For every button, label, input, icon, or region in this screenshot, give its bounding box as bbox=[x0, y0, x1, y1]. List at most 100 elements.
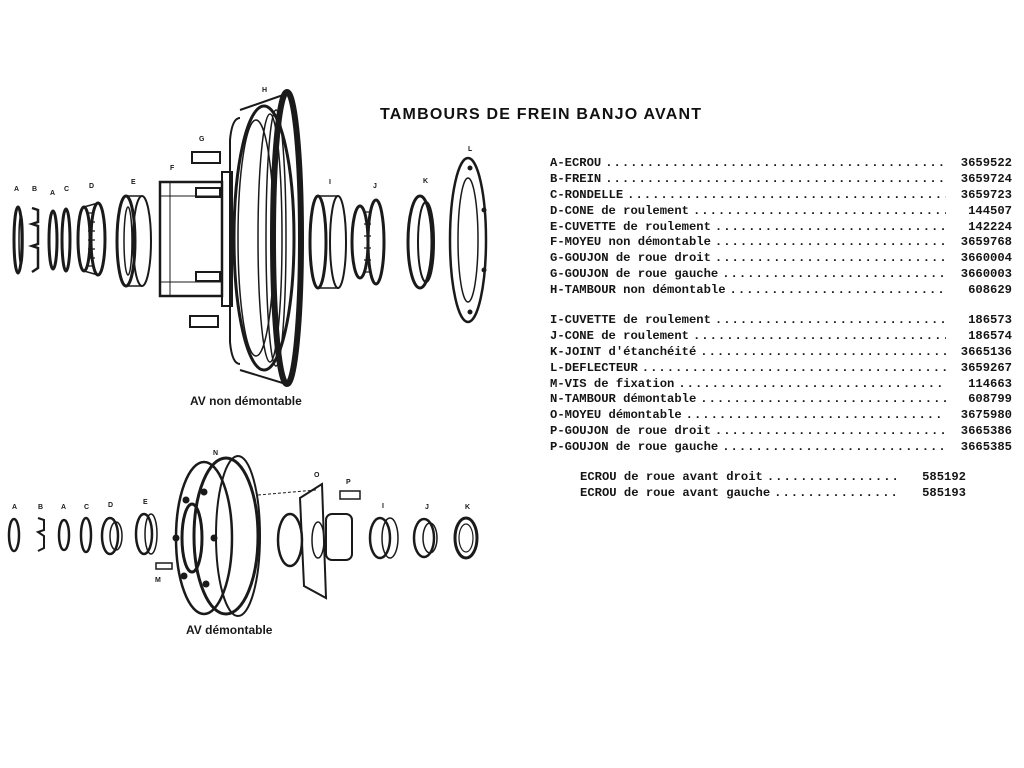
part-label: B-FREIN bbox=[550, 171, 602, 186]
part-label: ECROU de roue avant droit bbox=[580, 470, 763, 485]
part-label: O-MOYEU démontable bbox=[550, 408, 682, 423]
part-label-a2: A bbox=[50, 190, 55, 197]
part-label: I-CUVETTE de roulement bbox=[550, 313, 711, 328]
list-item: J-CONE de roulement186574 bbox=[550, 329, 1012, 345]
part-label-o: O bbox=[314, 472, 320, 479]
parts-group-1: A-ECROU 3659522 B-FREIN 3659724 C-RONDELLE… bbox=[550, 156, 1012, 299]
part-ref: 3660003 bbox=[960, 267, 1012, 282]
part-ref: 3675980 bbox=[960, 408, 1012, 423]
part-ref: 3659723 bbox=[960, 187, 1012, 202]
part-d-cone-drawing bbox=[76, 201, 107, 277]
list-item: F-MOYEU non démontable3659768 bbox=[550, 235, 1012, 251]
part-l-deflector-drawing bbox=[448, 156, 488, 324]
list-item: P-GOUJON de roue gauche3665385 bbox=[550, 440, 1012, 456]
list-item: K-JOINT d'étanchéité3665136 bbox=[550, 345, 1012, 361]
part-ref: 3659267 bbox=[960, 360, 1012, 375]
part-label: N-TAMBOUR démontable bbox=[550, 392, 697, 407]
part-label-k: K bbox=[423, 178, 428, 185]
list-item: ECROU de roue avant droit585192 bbox=[580, 470, 966, 486]
part-ref: 3659724 bbox=[960, 171, 1012, 186]
bottom-part-labels: A B A C D E N M O P I J K bbox=[12, 450, 470, 584]
part-label-f: F bbox=[170, 165, 175, 172]
caption-av-demontable: AV démontable bbox=[186, 623, 273, 637]
part-b-washer-drawing bbox=[35, 517, 45, 552]
part-label: M-VIS de fixation bbox=[550, 376, 675, 391]
part-ref: 144507 bbox=[968, 203, 1012, 218]
list-item: G-GOUJON de roue droit 3660004 bbox=[550, 251, 1012, 267]
part-m-screw-drawing bbox=[155, 562, 173, 570]
diagram-top bbox=[12, 89, 488, 387]
part-label-i: I bbox=[382, 503, 384, 510]
part-label-a: A bbox=[12, 504, 17, 511]
part-k-seal-drawing bbox=[406, 194, 435, 290]
parts-list: A-ECROU 3659522 B-FREIN 3659724 C-RONDELLE… bbox=[550, 156, 1012, 502]
list-item: H-TAMBOUR non démontable 608629 bbox=[550, 283, 1012, 299]
part-label-d: D bbox=[108, 502, 113, 509]
part-ref: 3665386 bbox=[960, 424, 1012, 439]
part-c-washer-drawing bbox=[79, 516, 93, 554]
part-o-hub-drawing bbox=[276, 482, 353, 600]
part-label-j: J bbox=[425, 504, 429, 511]
part-ref: 186573 bbox=[968, 313, 1012, 328]
list-item: I-CUVETTE de roulement 186573 bbox=[550, 313, 1012, 329]
diagram-bottom bbox=[7, 455, 479, 617]
part-j-cone-drawing bbox=[412, 517, 438, 559]
part-b-washer-drawing bbox=[28, 206, 40, 274]
part-label-c: C bbox=[84, 504, 89, 511]
part-p-stud-drawing bbox=[339, 490, 361, 500]
top-part-labels: A B C A D E F G H I J K L bbox=[14, 87, 473, 197]
part-label: P-GOUJON de roue gauche bbox=[550, 440, 719, 455]
part-label-g: G bbox=[199, 136, 205, 143]
list-item: M-VIS de fixation 114663 bbox=[550, 377, 1012, 393]
part-label: L-DEFLECTEUR bbox=[550, 360, 638, 375]
part-label-j: J bbox=[373, 183, 377, 190]
part-label: A-ECROU bbox=[550, 156, 602, 170]
part-ref: 3659768 bbox=[960, 235, 1012, 250]
list-item: L-DEFLECTEUR 3659267 bbox=[550, 361, 1012, 377]
part-e-cup-drawing bbox=[115, 194, 152, 288]
part-ref: 142224 bbox=[968, 219, 1012, 234]
part-ref: 3659522 bbox=[960, 156, 1012, 170]
part-label: H-TAMBOUR non démontable bbox=[550, 283, 726, 298]
part-label-b: B bbox=[38, 504, 43, 511]
part-label-n: N bbox=[213, 450, 218, 457]
part-g-studs-drawing bbox=[189, 151, 221, 328]
part-j-cone-drawing bbox=[350, 198, 386, 286]
caption-av-non-demontable: AV non démontable bbox=[190, 394, 302, 408]
list-item: A-ECROU 3659522 bbox=[550, 156, 1012, 172]
part-label: C-RONDELLE bbox=[550, 187, 624, 202]
part-label-b: B bbox=[32, 186, 37, 193]
part-label-a2: A bbox=[61, 504, 66, 511]
part-k-seal-drawing bbox=[453, 516, 479, 560]
list-item: O-MOYEU démontable 3675980 bbox=[550, 408, 1012, 424]
part-label-c: C bbox=[64, 186, 69, 193]
part-i-cup-drawing bbox=[368, 516, 399, 560]
part-label-l: L bbox=[468, 146, 473, 153]
part-h-drum-drawing bbox=[229, 89, 304, 387]
part-a2-nut-drawing bbox=[60, 207, 72, 273]
part-ref: 3660004 bbox=[960, 251, 1012, 266]
part-ref: 608799 bbox=[968, 392, 1012, 407]
part-label-k: K bbox=[465, 504, 470, 511]
part-label-h: H bbox=[262, 87, 267, 94]
part-a-nut-drawing bbox=[12, 205, 24, 275]
part-ref: 114663 bbox=[968, 376, 1012, 391]
list-item: N-TAMBOUR démontable 608799 bbox=[550, 392, 1012, 408]
list-item: ECROU de roue avant gauche585193 bbox=[580, 486, 966, 502]
parts-group-3: ECROU de roue avant droit585192 ECROU de… bbox=[580, 470, 966, 502]
part-ref: 186574 bbox=[968, 328, 1012, 343]
part-label-d: D bbox=[89, 183, 94, 190]
part-c-washer-drawing bbox=[47, 209, 59, 271]
part-label-e: E bbox=[131, 179, 136, 186]
part-label: D-CONE de roulement bbox=[550, 203, 689, 218]
part-label: G-GOUJON de roue droit bbox=[550, 251, 711, 266]
list-item: E-CUVETTE de roulement 142224 bbox=[550, 220, 1012, 236]
list-item: P-GOUJON de roue droit 3665386 bbox=[550, 424, 1012, 440]
part-a-nut-drawing bbox=[7, 517, 21, 553]
part-n-drum-drawing bbox=[172, 455, 261, 617]
part-label: P-GOUJON de roue droit bbox=[550, 424, 711, 439]
part-label: E-CUVETTE de roulement bbox=[550, 219, 711, 234]
part-ref: 608629 bbox=[968, 283, 1012, 298]
part-i-cup-drawing bbox=[308, 194, 347, 290]
